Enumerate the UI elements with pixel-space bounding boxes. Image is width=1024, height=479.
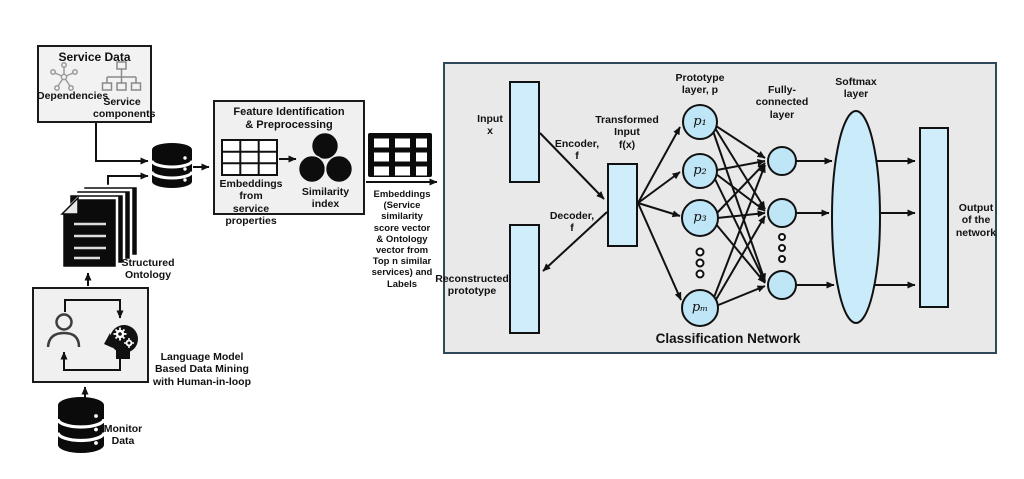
input-label: Input x [477,113,503,138]
embeddings-grid-icon [368,133,432,177]
output-label: Output of the network [955,202,997,239]
service-data-title: Service Data [58,50,131,64]
similarity-index-label: Similarity index [301,186,350,211]
embeddings-from-label: Embeddings from service properties [219,178,283,228]
dependencies-icon [50,62,78,91]
hierarchy-icon [101,61,142,91]
table-icon [221,139,278,176]
prototype-p3-label: p₃ [693,210,707,225]
autoencoder-shapes [509,81,949,334]
prototype-p1-label: p₁ [693,114,707,129]
transformed-to-prototype-arrows [637,126,682,301]
encoder-decoder-arrows [539,132,608,272]
prototype-pm-label: pₘ [691,300,709,315]
feature-box-title: Feature Identification & Preprocessing [233,106,345,131]
monitor-database-icon [56,397,106,453]
classification-network-title: Classification Network [655,331,801,346]
decoder-label: Decoder, f [549,210,595,235]
database-icon [150,143,194,189]
language-model-label: Language Model Based Data Mining with Hu… [153,351,251,388]
softmax-to-output-arrows [875,157,916,289]
service-components-label: Service components [93,96,156,121]
human-loop-arrows [60,299,124,371]
dependencies-label: Dependencies [37,90,109,102]
monitor-data-label: Monitor Data [103,423,143,448]
prototype-p2-label: p₂ [693,163,707,178]
venn-icon [297,131,354,184]
fc-circles [767,146,797,300]
fc-ellipsis-dots [778,233,786,263]
prototype-layer-label: Prototype layer, p [675,72,725,97]
reconstructed-prototype-label: Reconstructed prototype [435,273,509,298]
fc-to-softmax-arrows [796,157,835,289]
softmax-layer-label: Softmax layer [835,76,877,101]
flow-arrows-left [81,123,438,399]
fully-connected-label: Fully- connected layer [755,84,809,121]
embeddings-output-label: Embeddings (Service similarity score vec… [371,189,433,290]
documents-icon [60,184,140,270]
encoder-label: Encoder, f [554,138,600,163]
prototype-circles [681,104,719,327]
transformed-input-label: Transformed Input f(x) [595,114,659,151]
structured-ontology-label: Structured Ontology [121,257,175,282]
prototype-to-fc-arrows [712,125,766,307]
person-icon [46,313,81,348]
head-gears-icon [104,325,138,359]
prototype-ellipsis-dots [695,247,705,279]
